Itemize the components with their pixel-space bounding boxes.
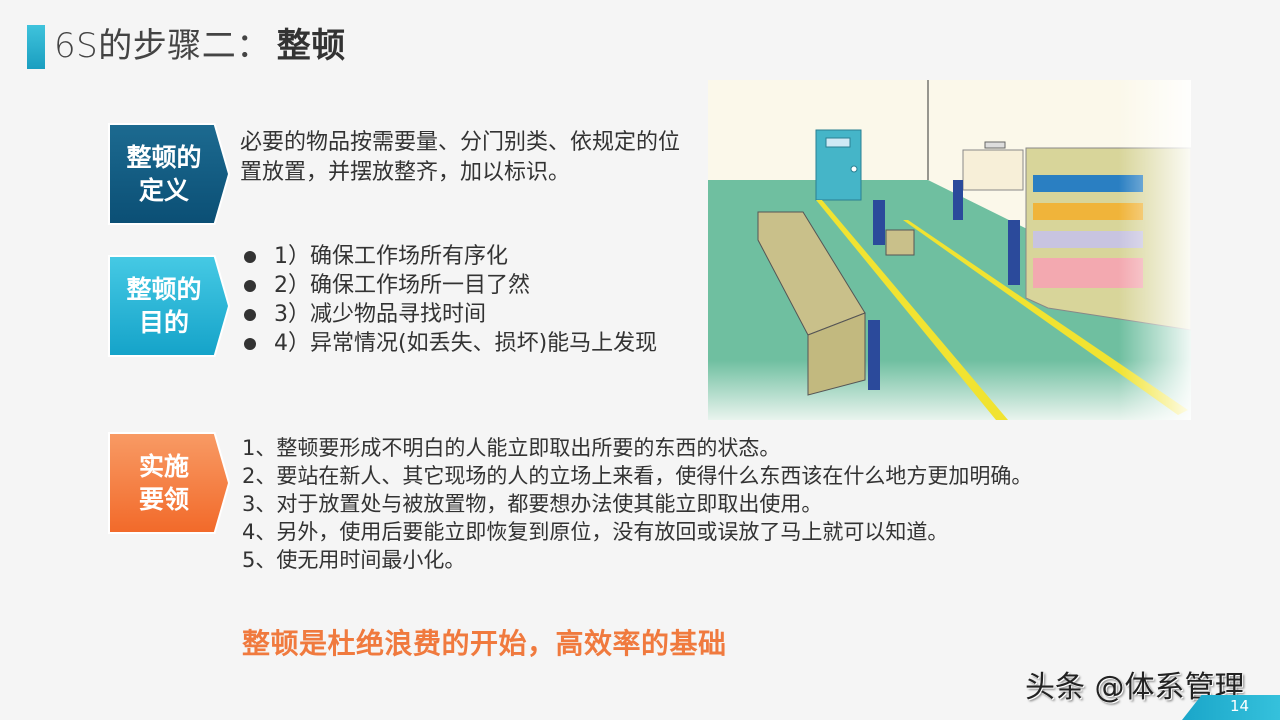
bullet-icon <box>244 337 256 350</box>
implementation-tag-line2: 要领 <box>138 485 189 514</box>
definition-tag-line1: 整顿的 <box>126 143 202 172</box>
goal-tag-line2: 目的 <box>138 308 189 337</box>
title-highlight: 整顿 <box>276 26 346 66</box>
goal-list: 1）确保工作场所有序化 2）确保工作场所一目了然 3）减少物品寻找时间 4）异常… <box>244 242 657 358</box>
goal-tag: 整顿的 目的 <box>110 257 228 355</box>
bullet-icon <box>244 250 256 263</box>
title-prefix: 6S的步骤二： <box>54 26 271 66</box>
implementation-item: 4、另外，使用后要能立即恢复到原位，没有放回或误放了马上就可以知道。 <box>242 520 949 544</box>
definition-tag: 整顿的 定义 <box>110 125 228 223</box>
bullet-icon <box>244 308 256 321</box>
title-accent-bar <box>27 25 45 69</box>
goal-tag-line1: 整顿的 <box>126 275 202 304</box>
implementation-item: 2、要站在新人、其它现场的人的立场上来看，使得什么东西该在什么地方更加明确。 <box>242 464 1033 488</box>
definition-tag-line2: 定义 <box>138 176 189 205</box>
page-number: 14 <box>1230 697 1250 715</box>
goal-item: 1）确保工作场所有序化 <box>244 242 657 271</box>
implementation-item: 5、使无用时间最小化。 <box>242 548 466 572</box>
slogan: 整顿是杜绝浪费的开始，高效率的基础 <box>242 627 727 660</box>
page-number-tab <box>1182 695 1280 720</box>
goal-item: 4）异常情况(如丢失、损坏)能马上发现 <box>244 329 657 358</box>
goal-item: 3）减少物品寻找时间 <box>244 300 657 329</box>
bullet-icon <box>244 279 256 292</box>
implementation-tag-line1: 实施 <box>138 452 189 481</box>
goal-item: 2）确保工作场所一目了然 <box>244 271 657 300</box>
definition-text: 必要的物品按需要量、分门别类、依规定的位置放置，并摆放整齐，加以标识。 <box>240 130 681 185</box>
implementation-tag: 实施 要领 <box>110 434 228 532</box>
implementation-list: 1、整顿要形成不明白的人能立即取出所要的东西的状态。 2、要站在新人、其它现场的… <box>242 434 1032 574</box>
implementation-item: 3、对于放置处与被放置物，都要想办法使其能立即取出使用。 <box>242 492 823 516</box>
page-title: 6S的步骤二：整顿 <box>54 22 346 70</box>
implementation-item: 1、整顿要形成不明白的人能立即取出所要的东西的状态。 <box>242 436 781 460</box>
warehouse-illustration <box>708 80 1191 420</box>
